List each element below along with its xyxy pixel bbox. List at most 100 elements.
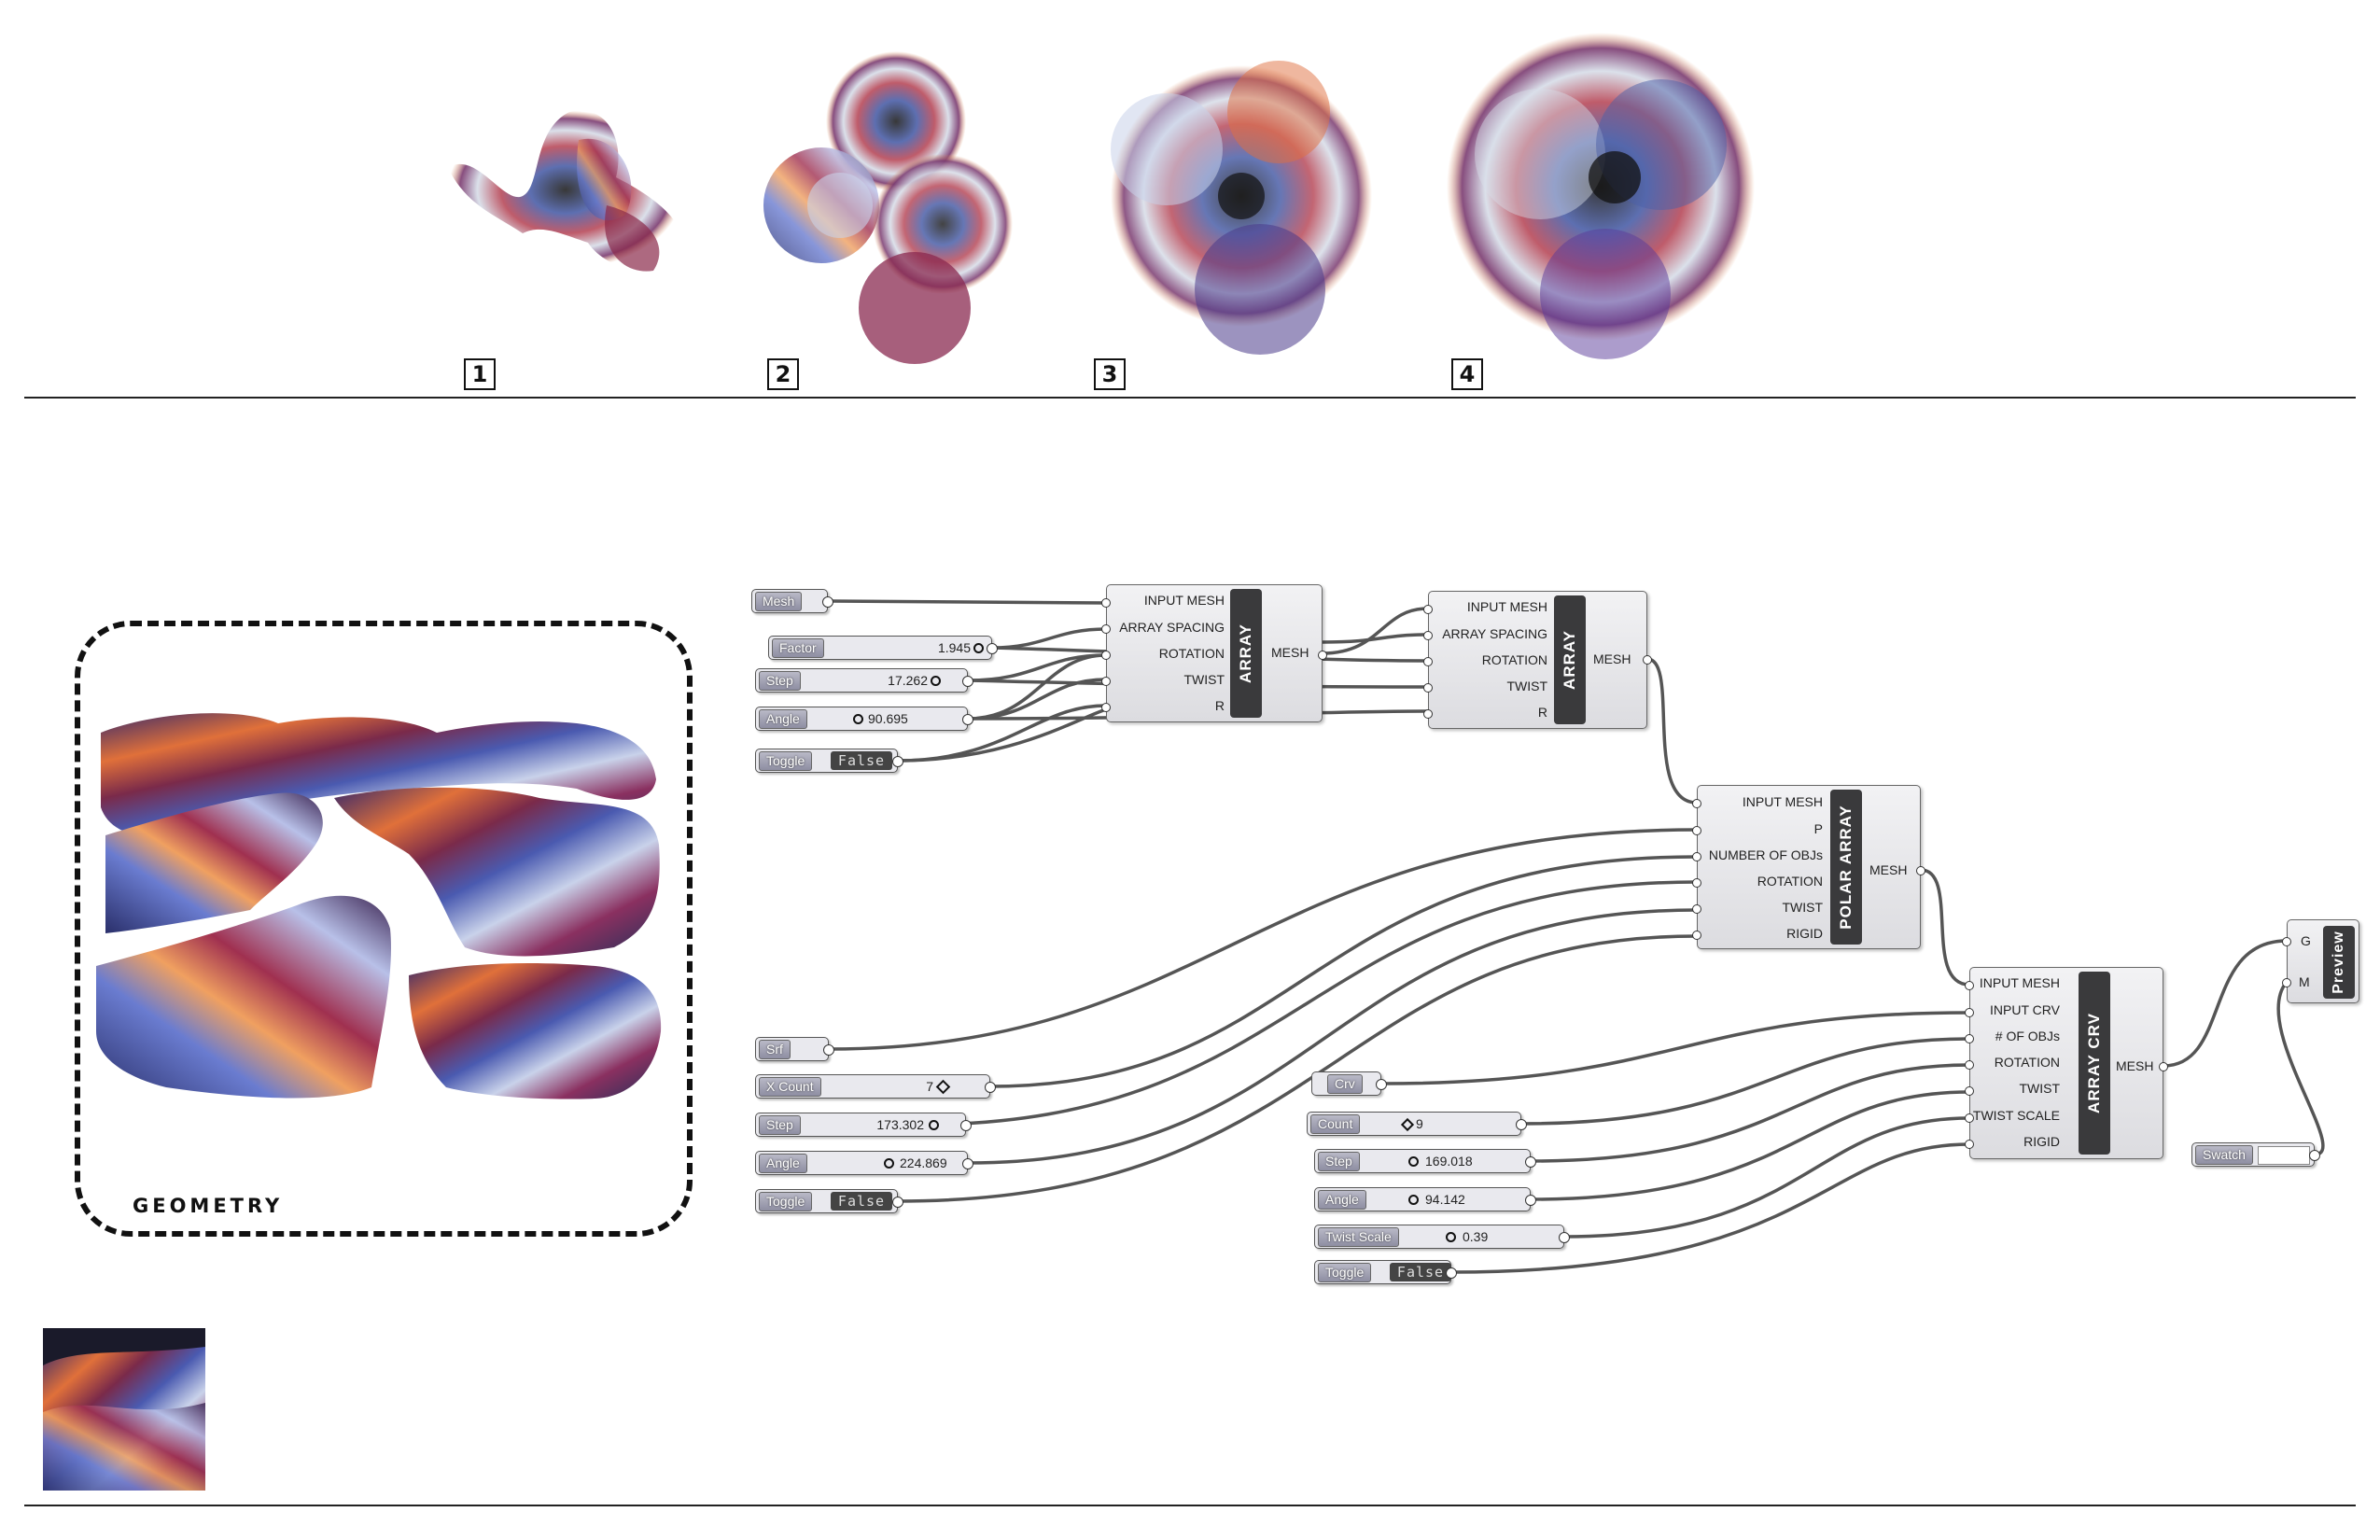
slider-knob-icon[interactable]	[1400, 1117, 1415, 1132]
output-port[interactable]	[2159, 1062, 2168, 1071]
polar-array-component[interactable]: POLAR ARRAY INPUT MESH P NUMBER OF OBJs …	[1692, 785, 1925, 949]
array-component-1-title: ARRAY	[1230, 589, 1262, 718]
preview-component-title: Preview	[2323, 926, 2355, 999]
toggle-3-value[interactable]: False	[1390, 1263, 1451, 1281]
toggle-1-label: Toggle	[759, 751, 813, 771]
mesh-output-port[interactable]	[822, 596, 833, 608]
array-crv-component[interactable]: ARRAY CRV INPUT MESH INPUT CRV # OF OBJs…	[1965, 967, 2168, 1159]
input-port[interactable]	[1965, 981, 1974, 990]
input-port[interactable]	[1965, 1008, 1974, 1017]
xcount-slider[interactable]: X Count 7	[755, 1074, 996, 1099]
srf-param[interactable]: Srf	[755, 1037, 834, 1061]
toggle-1-value[interactable]: False	[831, 751, 892, 770]
toggle-1[interactable]: Toggle False	[755, 749, 903, 773]
toggle2-output-port[interactable]	[892, 1197, 903, 1208]
input-label: ROTATION	[1481, 652, 1547, 667]
step-slider-2[interactable]: Step 173.302	[755, 1113, 972, 1137]
toggle-2-label: Toggle	[759, 1192, 813, 1211]
xcount-output-port[interactable]	[985, 1082, 996, 1093]
array-component-2-title: ARRAY	[1554, 595, 1586, 724]
slider-knob-icon[interactable]	[929, 1120, 939, 1130]
input-port[interactable]	[1692, 931, 1701, 940]
angle3-output-port[interactable]	[1525, 1195, 1536, 1206]
output-label: MESH	[1271, 645, 1309, 660]
input-port[interactable]	[1692, 878, 1701, 888]
input-port[interactable]	[1965, 1113, 1974, 1123]
input-port[interactable]	[1423, 631, 1433, 640]
slider-knob-icon[interactable]	[1408, 1195, 1419, 1205]
srf-output-port[interactable]	[823, 1044, 834, 1056]
xcount-slider-label: X Count	[759, 1077, 821, 1097]
input-port[interactable]	[1965, 1086, 1974, 1096]
step-slider-1[interactable]: Step 17.262	[755, 668, 973, 693]
angle2-output-port[interactable]	[962, 1158, 973, 1169]
slider-knob-icon[interactable]	[935, 1079, 951, 1095]
input-port[interactable]	[1965, 1060, 1974, 1070]
input-port[interactable]	[1692, 799, 1701, 808]
input-port[interactable]	[1101, 703, 1111, 712]
output-port[interactable]	[1916, 866, 1925, 875]
angle-slider-3-value: 94.142	[1425, 1192, 1465, 1207]
slider-knob-icon[interactable]	[973, 643, 984, 653]
count-slider[interactable]: Count 9	[1307, 1112, 1527, 1136]
output-port[interactable]	[1643, 655, 1652, 665]
input-port[interactable]	[1692, 852, 1701, 861]
array-component-2[interactable]: ARRAY INPUT MESH ARRAY SPACING ROTATION …	[1423, 591, 1652, 729]
input-port[interactable]	[1692, 904, 1701, 914]
slider-knob-icon[interactable]	[1446, 1232, 1456, 1242]
count-output-port[interactable]	[1516, 1119, 1527, 1130]
toggle1-output-port[interactable]	[892, 756, 903, 767]
input-port[interactable]	[2282, 978, 2291, 987]
angle-slider-1[interactable]: Angle 90.695	[755, 707, 973, 731]
array-component-1[interactable]: ARRAY INPUT MESH ARRAY SPACING ROTATION …	[1101, 584, 1327, 722]
input-label: ARRAY SPACING	[1119, 620, 1225, 635]
step3-output-port[interactable]	[1525, 1156, 1536, 1168]
step-slider-1-label: Step	[759, 671, 801, 691]
slider-knob-icon[interactable]	[1408, 1156, 1419, 1167]
input-port[interactable]	[1423, 605, 1433, 614]
input-label: G	[2301, 933, 2311, 948]
crv-output-port[interactable]	[1376, 1079, 1387, 1090]
factor-slider[interactable]: Factor 1.945	[768, 636, 998, 660]
preview-component[interactable]: G M Preview	[2282, 919, 2359, 1003]
input-port[interactable]	[1101, 677, 1111, 686]
swatch-param[interactable]: Swatch	[2191, 1142, 2320, 1167]
step-slider-1-value: 17.262	[888, 673, 928, 688]
input-port[interactable]	[1965, 1034, 1974, 1043]
angle-slider-3[interactable]: Angle 94.142	[1314, 1187, 1536, 1211]
twistscale-slider[interactable]: Twist Scale 0.39	[1314, 1225, 1570, 1249]
swatch-output-port[interactable]	[2309, 1150, 2320, 1161]
toggle-3[interactable]: Toggle False	[1314, 1260, 1457, 1284]
step-slider-3[interactable]: Step 169.018	[1314, 1149, 1536, 1173]
input-port[interactable]	[1101, 598, 1111, 608]
crv-param[interactable]: Crv	[1311, 1071, 1387, 1096]
slider-knob-icon[interactable]	[931, 676, 941, 686]
input-label: # OF OBJs	[1995, 1029, 2060, 1043]
output-port[interactable]	[1318, 651, 1327, 660]
input-port[interactable]	[1423, 709, 1433, 719]
swatch-color[interactable]	[2258, 1146, 2310, 1165]
step1-output-port[interactable]	[962, 676, 973, 687]
twistscale-slider-label: Twist Scale	[1318, 1227, 1399, 1247]
twistscale-output-port[interactable]	[1559, 1232, 1570, 1243]
slider-knob-icon[interactable]	[853, 714, 863, 724]
toggle3-output-port[interactable]	[1446, 1267, 1457, 1279]
input-port[interactable]	[1101, 624, 1111, 634]
angle-slider-2[interactable]: Angle 224.869	[755, 1151, 973, 1175]
input-label: INPUT MESH	[1143, 593, 1225, 608]
toggle-2-value[interactable]: False	[831, 1192, 892, 1211]
input-port[interactable]	[1423, 683, 1433, 693]
factor-slider-value: 1.945	[937, 640, 971, 655]
input-port[interactable]	[1692, 826, 1701, 835]
factor-output-port[interactable]	[987, 643, 998, 654]
mesh-param[interactable]: Mesh	[751, 589, 833, 613]
angle1-output-port[interactable]	[962, 714, 973, 725]
input-port[interactable]	[1965, 1140, 1974, 1149]
input-label: TWIST	[1782, 900, 1823, 915]
step2-output-port[interactable]	[960, 1120, 972, 1131]
toggle-2[interactable]: Toggle False	[755, 1189, 903, 1213]
slider-knob-icon[interactable]	[884, 1158, 894, 1169]
input-port[interactable]	[1423, 657, 1433, 666]
input-port[interactable]	[1101, 651, 1111, 660]
input-port[interactable]	[2282, 937, 2291, 946]
